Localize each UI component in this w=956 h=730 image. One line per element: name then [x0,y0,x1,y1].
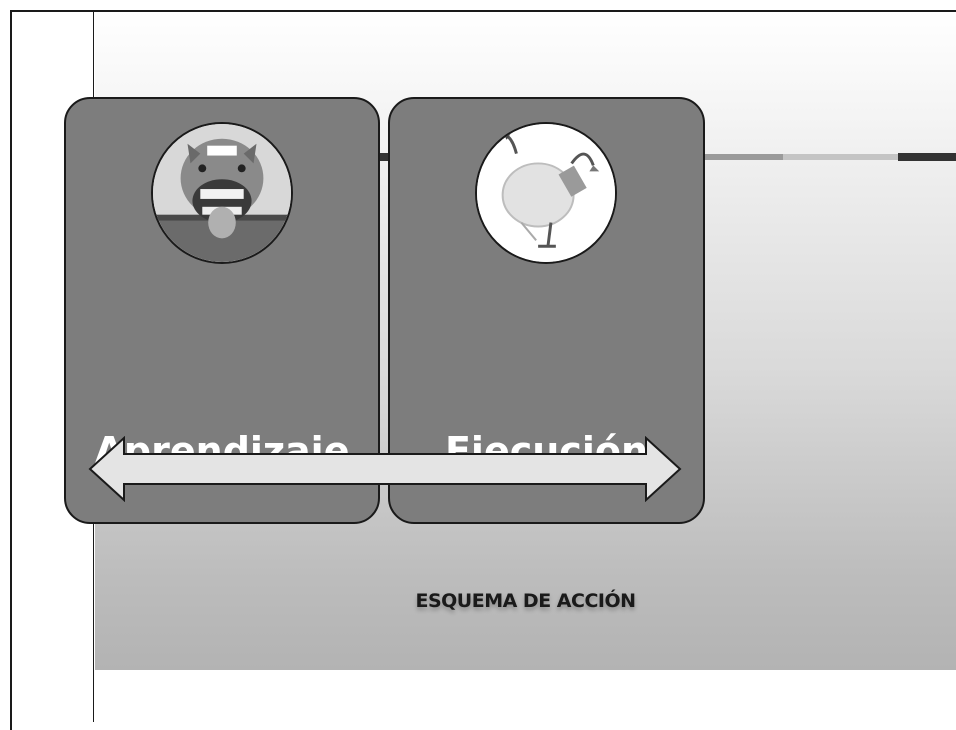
diagram-caption: ESQUEMA DE ACCIÓN [415,590,636,612]
accent-bar-mid [703,154,783,160]
horse-image [151,122,293,264]
double-arrow [88,436,682,502]
accent-bar-right [898,153,956,161]
accent-bar-light [783,154,898,160]
slide-frame [10,10,956,730]
accent-bar-left [378,153,392,161]
lightbulb-image [475,122,617,264]
